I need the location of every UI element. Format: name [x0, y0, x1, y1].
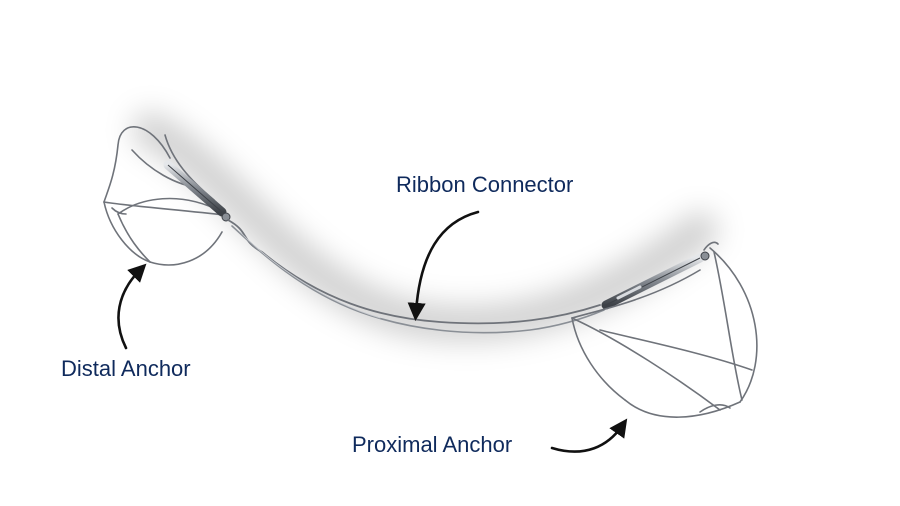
distal-anchor-arrow	[117, 263, 147, 350]
proximal-anchor-arrow	[550, 418, 628, 453]
ribbon-connector-arrow	[407, 210, 480, 322]
distal-anchor-label: Distal Anchor	[61, 356, 191, 381]
proximal-anchor-label: Proximal Anchor	[352, 432, 513, 457]
distal-anchor-cage	[103, 126, 226, 266]
ribbon-connector-wire	[227, 219, 605, 334]
proximal-anchor-cage	[571, 241, 758, 418]
proximal-hub	[601, 251, 710, 310]
distal-hub	[163, 160, 231, 222]
ribbon-connector-label: Ribbon Connector	[396, 172, 574, 197]
